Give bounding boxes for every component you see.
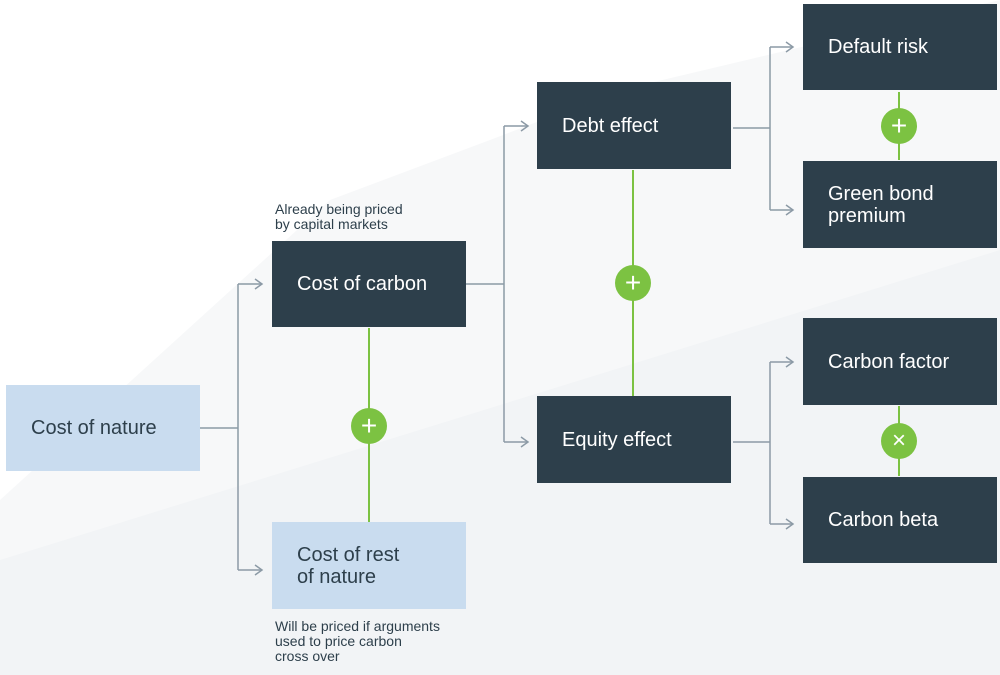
plus-operator-default-green: + bbox=[881, 108, 917, 144]
node-default-risk: Default risk bbox=[803, 4, 997, 90]
times-operator-factor-beta: × bbox=[881, 423, 917, 459]
node-cost-of-carbon: Cost of carbon bbox=[272, 241, 466, 327]
annotation-already-priced: Already being priced by capital markets bbox=[275, 201, 403, 232]
node-cost-of-nature: Cost of nature bbox=[6, 385, 200, 471]
node-carbon-beta: Carbon beta bbox=[803, 477, 997, 563]
node-equity-effect: Equity effect bbox=[537, 396, 731, 483]
plus-operator-carbon-rest: + bbox=[351, 408, 387, 444]
node-green-bond-premium: Green bond premium bbox=[803, 161, 997, 248]
node-debt-effect: Debt effect bbox=[537, 82, 731, 169]
node-carbon-factor: Carbon factor bbox=[803, 318, 997, 405]
annotation-will-be-priced: Will be priced if arguments used to pric… bbox=[275, 618, 440, 664]
node-cost-of-rest-of-nature: Cost of rest of nature bbox=[272, 522, 466, 609]
plus-operator-debt-equity: + bbox=[615, 265, 651, 301]
